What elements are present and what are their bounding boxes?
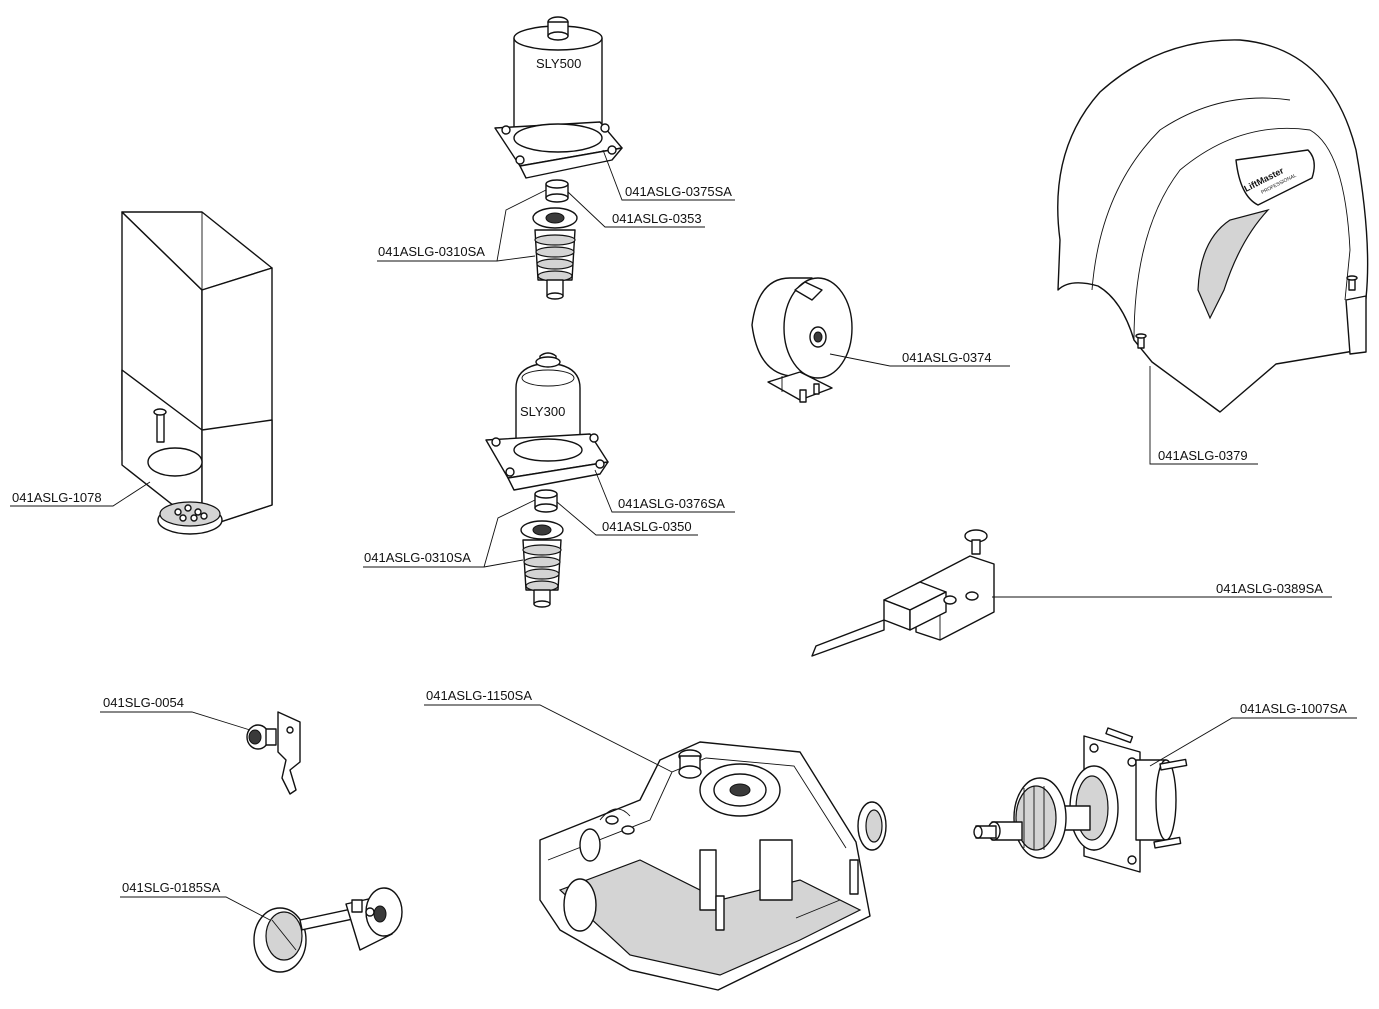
- part-label-0389: 041ASLG-0389SA: [1216, 581, 1323, 596]
- part-label-0376: 041ASLG-0376SA: [618, 496, 725, 511]
- part-label-0054: 041SLG-0054: [103, 695, 184, 710]
- part-label-0353: 041ASLG-0353: [612, 211, 702, 226]
- control-box-housing: [121, 211, 273, 535]
- capacitor-0374: [751, 277, 853, 403]
- gearbox-base-1150: [539, 741, 887, 991]
- part-label-0310-upper: 041ASLG-0310SA: [378, 244, 485, 259]
- part-label-1078: 041ASLG-1078: [12, 490, 102, 505]
- part-label-0185: 041SLG-0185SA: [122, 880, 221, 895]
- coupling-0350: [534, 489, 558, 513]
- coupling-0353: [545, 179, 569, 203]
- limit-switch-0389: [811, 529, 995, 657]
- release-handle-0185: [253, 887, 403, 973]
- part-label-0310-lower: 041ASLG-0310SA: [364, 550, 471, 565]
- worm-gear-0310-upper: [532, 207, 578, 300]
- part-label-0374: 041ASLG-0374: [902, 350, 992, 365]
- motor-sly300: SLY300: [485, 352, 609, 491]
- part-label-1150: 041ASLG-1150SA: [426, 688, 532, 703]
- worm-gear-0310-lower: [520, 520, 564, 608]
- release-latch-0054: [246, 711, 301, 795]
- motor-label-sly500: SLY500: [536, 56, 581, 71]
- motor-cover-0379: LiftMaster PROFESSIONAL: [1057, 39, 1369, 413]
- motor-label-sly300: SLY300: [520, 404, 565, 419]
- part-label-0375: 041ASLG-0375SA: [625, 184, 732, 199]
- drive-gear-1007: [973, 727, 1188, 873]
- part-label-0350: 041ASLG-0350: [602, 519, 692, 534]
- part-label-0379: 041ASLG-0379: [1158, 448, 1248, 463]
- part-label-1007: 041ASLG-1007SA: [1240, 701, 1347, 716]
- motor-sly500: SLY500: [494, 16, 623, 179]
